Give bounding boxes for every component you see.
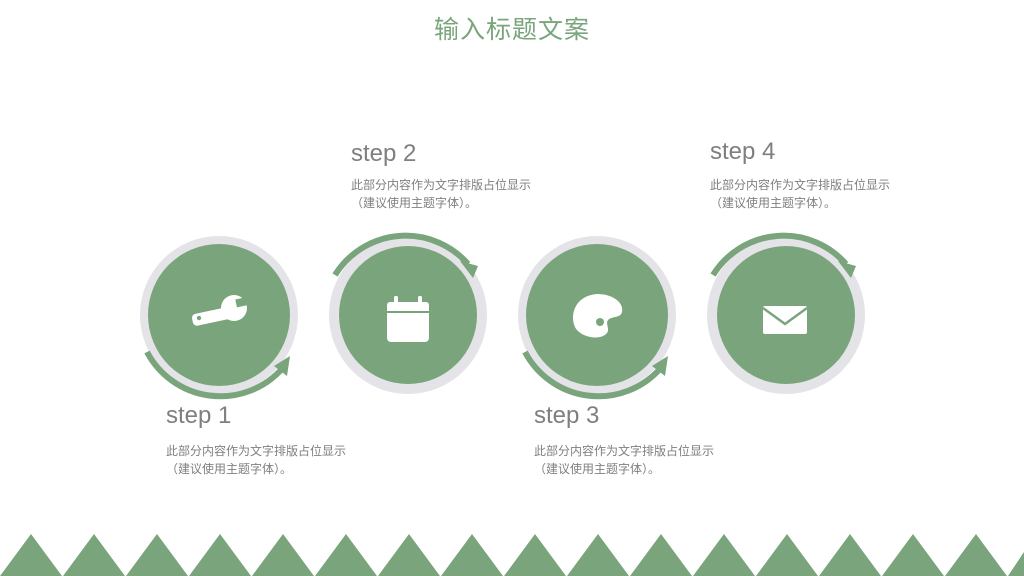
triangle [567,534,629,576]
step-1-arrowhead [274,356,290,376]
step-2-title: step 2 [351,140,417,167]
step-2-arc [332,232,471,277]
triangle [504,534,566,576]
step-3-circle [512,230,682,400]
step-4-desc-line1: 此部分内容作为文字排版占位显示 [710,178,891,192]
page-title: 输入标题文案 [433,15,590,44]
triangle [126,534,188,576]
triangle [693,534,755,576]
step-1-arc [144,350,284,400]
triangle [315,534,377,576]
step-1-title: step 1 [166,402,232,429]
step-3-arc [522,350,662,400]
step-2-desc-line2: （建议使用主题字体）。 [351,196,478,210]
step-4-desc: 此部分内容作为文字排版占位显示 （建议使用主题字体）。 [710,176,890,212]
triangle [63,534,125,576]
calendar-icon [387,296,429,342]
wrench-icon [191,295,251,326]
step-1-desc-line2: （建议使用主题字体）。 [166,462,293,476]
triangle [378,534,440,576]
envelope-icon [762,306,808,334]
step-1-circle [134,230,304,400]
step-3-title: step 3 [534,402,600,429]
step-4-title: step 4 [710,138,776,165]
step-3-desc-line1: 此部分内容作为文字排版占位显示 [534,444,715,458]
step-4-desc-line2: （建议使用主题字体）。 [710,196,837,210]
step-1-desc-line1: 此部分内容作为文字排版占位显示 [166,444,347,458]
triangle [819,534,881,576]
step-4-arc [710,232,849,277]
palette-icon [573,294,623,338]
step-3-arrowhead [652,356,668,376]
step-3-desc: 此部分内容作为文字排版占位显示 （建议使用主题字体）。 [534,442,714,478]
step-2-desc: 此部分内容作为文字排版占位显示 （建议使用主题字体）。 [351,176,531,212]
triangle [630,534,692,576]
triangle [0,534,62,576]
step-4-arrowhead [838,261,856,278]
triangle [441,534,503,576]
triangle-border [0,534,1024,576]
step-4-circle [701,230,871,400]
step-3-desc-line2: （建议使用主题字体）。 [534,462,661,476]
step-2-desc-line1: 此部分内容作为文字排版占位显示 [351,178,532,192]
step-2-circle [323,230,493,400]
triangle [252,534,314,576]
triangle [756,534,818,576]
triangle [882,534,944,576]
step-2-arrowhead [460,261,478,278]
triangle [1008,552,1024,576]
triangle [945,534,1007,576]
triangle [189,534,251,576]
step-1-desc: 此部分内容作为文字排版占位显示 （建议使用主题字体）。 [166,442,346,478]
